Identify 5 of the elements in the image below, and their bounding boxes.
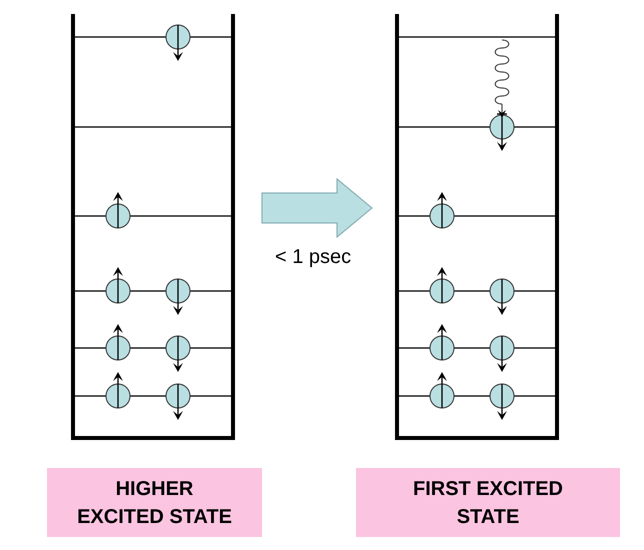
block-arrow <box>262 178 373 238</box>
energy-level-drawing <box>395 14 559 440</box>
energy-level-drawing <box>71 14 235 440</box>
state-label: HIGHER EXCITED STATE <box>47 468 262 537</box>
state-label: FIRST EXCITED STATE <box>356 468 620 537</box>
